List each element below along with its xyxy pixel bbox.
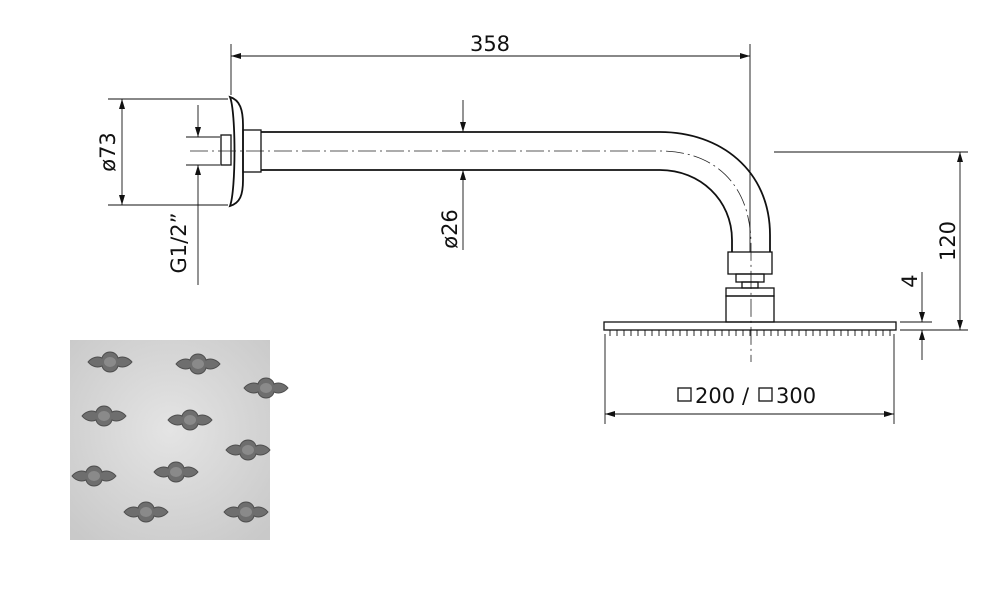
dimension-arm-length: 358 (230, 32, 751, 252)
nozzle-icon (223, 501, 269, 523)
label-arm-length: 358 (470, 32, 510, 56)
nozzle-icon (225, 439, 271, 461)
dimension-pipe-diameter: ø26 (438, 100, 466, 250)
shower-arm (190, 131, 771, 362)
nozzle-icon (81, 405, 127, 427)
dimension-thread: G1/2” (167, 105, 220, 285)
nozzle-icon (167, 409, 213, 431)
nozzle-icon (175, 353, 221, 375)
arm-connector (725, 251, 775, 323)
label-thread: G1/2” (167, 213, 191, 274)
nozzle-photo (70, 340, 289, 540)
nozzle-icon (243, 377, 289, 399)
dimension-flange-diameter: ø73 (96, 98, 228, 206)
label-head-size-separator: / (742, 384, 750, 408)
label-head-size-large: 300 (776, 384, 816, 408)
nozzle-icon (153, 461, 199, 483)
nozzle-icon (71, 465, 117, 487)
nozzle-icon (87, 351, 133, 373)
nozzle-icon (123, 501, 169, 523)
label-height: 120 (936, 221, 960, 261)
label-head-thickness: 4 (898, 274, 922, 287)
nozzle-grid (71, 351, 289, 523)
square-symbol-icon (677, 387, 692, 402)
label-head-size-small: 200 (695, 384, 735, 408)
dimension-head-thickness: 4 (898, 272, 932, 360)
label-flange-diameter: ø73 (96, 132, 120, 172)
dimension-height: 120 (774, 151, 968, 331)
wall-flange (220, 95, 262, 208)
label-pipe-diameter: ø26 (438, 209, 462, 249)
square-symbol-icon (758, 387, 773, 402)
dimension-head-size: 200 / 300 (604, 334, 895, 424)
shower-head (603, 321, 897, 336)
